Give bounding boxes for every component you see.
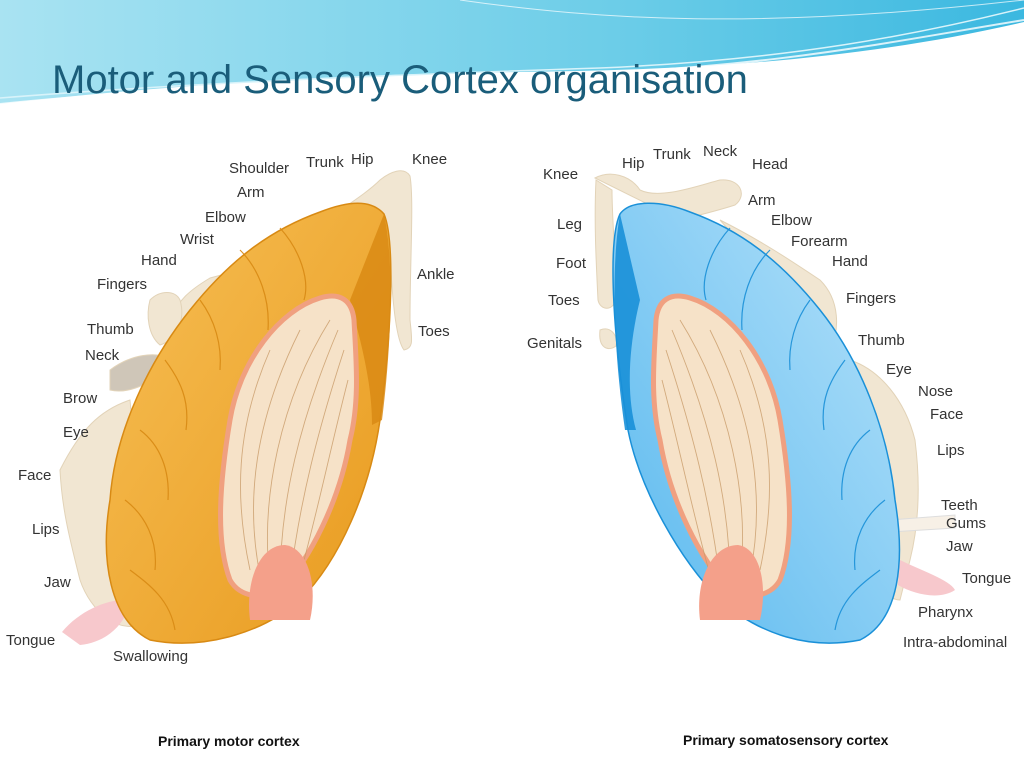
motor-label-elbow: Elbow (205, 209, 246, 226)
sensory-label-tongue: Tongue (962, 570, 1012, 587)
slide-title: Motor and Sensory Cortex organisation (52, 58, 748, 102)
motor-label-brow: Brow (63, 390, 98, 407)
sensory-label-toes: Toes (548, 292, 580, 309)
motor-label-lips: Lips (32, 521, 60, 538)
motor-label-hip: Hip (351, 151, 374, 168)
sensory-label-foot: Foot (556, 255, 587, 272)
motor-caption: Primary motor cortex (158, 733, 300, 749)
header-banner (0, 0, 1024, 105)
sensory-label-pharynx: Pharynx (918, 604, 974, 621)
sensory-brainstem (699, 545, 764, 620)
sensory-label-hand: Hand (832, 253, 868, 270)
motor-brainstem (249, 545, 313, 620)
sensory-label-gums: Gums (946, 515, 987, 532)
sensory-label-lips: Lips (937, 442, 965, 459)
sensory-label-genitals: Genitals (527, 335, 583, 352)
motor-tongue (62, 599, 130, 645)
sensory-label-trunk: Trunk (653, 146, 691, 163)
sensory-label-leg: Leg (557, 216, 583, 233)
motor-label-knee: Knee (412, 151, 448, 168)
sensory-label-neck: Neck (703, 143, 738, 160)
sensory-label-intra-abdominal: Intra-abdominal (903, 634, 1008, 651)
motor-label-shoulder: Shoulder (229, 160, 290, 177)
motor-label-arm: Arm (237, 184, 265, 201)
sensory-label-eye: Eye (886, 361, 912, 378)
sensory-label-elbow: Elbow (771, 212, 812, 229)
sensory-label-nose: Nose (918, 383, 954, 400)
sensory-label-knee: Knee (543, 166, 579, 183)
motor-label-hand: Hand (141, 252, 177, 269)
sensory-label-forearm: Forearm (791, 233, 848, 250)
motor-label-neck: Neck (85, 347, 120, 364)
motor-label-swallowing: Swallowing (113, 648, 189, 665)
motor-label-fingers: Fingers (97, 276, 148, 293)
cortex-diagram (59, 170, 956, 645)
sensory-label-head: Head (752, 156, 788, 173)
sensory-label-face: Face (930, 406, 964, 423)
sensory-label-jaw: Jaw (946, 538, 973, 555)
motor-label-thumb: Thumb (87, 321, 134, 338)
motor-label-ankle: Ankle (417, 266, 455, 283)
sensory-label-teeth: Teeth (941, 497, 978, 514)
motor-label-tongue: Tongue (6, 632, 56, 649)
motor-label-jaw: Jaw (44, 574, 71, 591)
sensory-caption: Primary somatosensory cortex (683, 732, 889, 748)
motor-label-trunk: Trunk (306, 154, 344, 171)
sensory-label-hip: Hip (622, 155, 645, 172)
motor-label-toes: Toes (418, 323, 450, 340)
sensory-label-thumb: Thumb (858, 332, 905, 349)
motor-label-eye: Eye (63, 424, 89, 441)
sensory-tongue (898, 560, 955, 596)
sensory-label-arm: Arm (748, 192, 776, 209)
motor-label-face: Face (18, 467, 52, 484)
motor-label-wrist: Wrist (180, 231, 214, 248)
sensory-label-fingers: Fingers (846, 290, 897, 307)
